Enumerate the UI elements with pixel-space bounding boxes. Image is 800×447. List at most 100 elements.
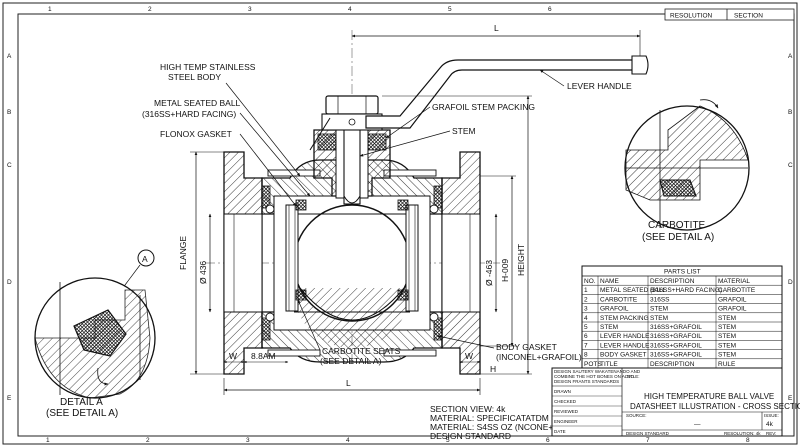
dim-h: H (490, 364, 496, 374)
grid-row-label: E (7, 395, 12, 402)
tb-design-standard: DESIGN STANDARD (626, 431, 670, 436)
grid-col-label: 5 (446, 437, 450, 444)
note-line: DESIGN STANDARD (430, 431, 511, 441)
parts-cell: 316SS+GRAFOIL (650, 333, 702, 340)
dim-h-009: H-009 (500, 259, 510, 282)
parts-cell: 316SS+GRAFOIL (650, 324, 702, 331)
parts-cell: METAL SEATED BALL (600, 287, 666, 294)
tb-title-line2: DATASHEET ILLUSTRATION - CROSS SECTION (630, 402, 800, 411)
top-title-strip: RESOLUTION SECTION (664, 8, 795, 21)
grid-col-label: 1 (46, 437, 50, 444)
notes-block: SECTION VIEW: 4k MATERIAL: SPECIFICATATD… (430, 404, 594, 441)
callout-seats-line2: (SEE DETAIL A) (320, 356, 382, 366)
resolution-label: RESOLUTION (670, 13, 713, 20)
title-block: DESIGN SAUTERY WAKATENANDO AND COMBINE T… (551, 367, 800, 437)
dim-w-left: W (229, 351, 237, 361)
grid-row-label: C (788, 162, 793, 169)
parts-cell: STEM (718, 333, 736, 340)
parts-cell: STEM (600, 324, 618, 331)
grid-col-label: 8 (746, 437, 750, 444)
dim-L-bottom: L (346, 378, 351, 388)
parts-cell: 5 (584, 324, 588, 331)
parts-footer-cell: POTS (584, 361, 602, 368)
parts-cell: 8 (584, 352, 588, 359)
tb-row-label: REVIEWED (554, 409, 579, 414)
parts-list-title: PARTS LIST (664, 269, 701, 276)
parts-cell: STEM (650, 315, 668, 322)
callout-ball-line2: (316SS+HARD FACING) (142, 109, 236, 119)
parts-cell: CARBOTITE (718, 287, 756, 294)
section-label: SECTION (734, 13, 763, 20)
parts-cell: GRAFOIL (600, 306, 629, 313)
parts-cell: 1 (584, 287, 588, 294)
parts-cell: 316SS (650, 296, 670, 303)
grid-col-label: 5 (448, 6, 452, 13)
parts-cell: 2 (584, 296, 588, 303)
parts-cell: 3 (584, 306, 588, 313)
callout-ball-line1: METAL SEATED BALL (154, 98, 241, 108)
grid-row-label: D (7, 279, 12, 286)
parts-footer-cell: RULE (718, 361, 736, 368)
parts-cell: CARBOTITE (600, 296, 638, 303)
callout-flonox: FLONOX GASKET (160, 129, 232, 139)
dim-dia-463: Ø -463 (484, 260, 494, 286)
grid-col-label: 2 (146, 437, 150, 444)
parts-cell: STEM (650, 306, 668, 313)
tb-row-label: ENGINEER (554, 419, 578, 424)
callout-grafoil-packing: GRAFOIL STEM PACKING (432, 102, 535, 112)
parts-cell: 316SS+GRAFOIL (650, 352, 702, 359)
detail-a-title: DETAIL A (60, 397, 103, 408)
grid-left: A B C D E (7, 53, 12, 402)
parts-cell: BODY GASKET (600, 352, 647, 359)
grid-bottom: 1 2 3 4 5 6 7 8 (46, 437, 750, 444)
grid-col-label: 6 (548, 6, 552, 13)
parts-cell: GRAFOIL (718, 306, 747, 313)
parts-header-cell: DESCRIPTION (650, 278, 695, 285)
grid-col-label: 2 (148, 6, 152, 13)
tb-resolution: RESOLUTION: 4k (724, 431, 761, 436)
callout-gasket-line1: BODY GASKET (496, 342, 557, 352)
grid-col-label: 7 (646, 437, 650, 444)
dim-dia-436: Ø 436 (198, 261, 208, 284)
grid-row-label: B (788, 109, 792, 116)
carbotite-sub: (SEE DETAIL A) (642, 232, 714, 243)
grid-row-label: A (788, 53, 793, 60)
tb-row-label: DRAWN (554, 389, 571, 394)
parts-cell: STEM PACKING (600, 315, 649, 322)
dim-w-right: W (465, 351, 473, 361)
tb-note: DESIGN SAUTERY WAKATENANDO AND (554, 369, 641, 374)
carbotite-view: CARBOTITE (SEE DETAIL A) (624, 99, 750, 243)
parts-cell: (316SS+HARD FACING) (650, 287, 722, 294)
grid-col-label: 3 (246, 437, 250, 444)
parts-cell: LEVER HANDLE (600, 333, 650, 340)
parts-cell: 6 (584, 333, 588, 340)
grid-row-label: A (7, 53, 12, 60)
tb-row-label: CHECKED (554, 399, 577, 404)
dim-bam: 8.8AM (251, 351, 276, 361)
callout-stem: STEM (452, 126, 476, 136)
parts-cell: GRAFOIL (718, 296, 747, 303)
tb-source-label: SOURCE: (626, 413, 647, 418)
tb-title-line1: HIGH TEMPERATURE BALL VALVE (644, 392, 774, 401)
grid-right: A B C D E (788, 53, 793, 402)
grid-row-label: C (7, 162, 12, 169)
tb-source-value: — (694, 421, 701, 428)
parts-footer-cell: DESCRIPTION (650, 361, 695, 368)
callout-lever: LEVER HANDLE (567, 81, 632, 91)
parts-cell: STEM (718, 315, 736, 322)
callout-seats-line1: CARBOTITE SEATS (322, 346, 401, 356)
note-line: SECTION VIEW: 4k (430, 404, 506, 414)
parts-header-cell: NO. (584, 278, 596, 285)
parts-header-cell: MATERIAL (718, 278, 750, 285)
parts-cell: LEVER HANDLE (600, 342, 650, 349)
inner-frame (17, 13, 795, 437)
dim-L-top: L (494, 23, 499, 33)
callout-body-line2: STEEL BODY (168, 72, 221, 82)
detail-a-sub: (SEE DETAIL A) (46, 408, 118, 419)
tb-note: DESIGN FRANTS STANDARDS (554, 379, 619, 384)
grid-row-label: D (788, 279, 793, 286)
parts-cell: STEM (718, 324, 736, 331)
parts-cell: 7 (584, 342, 588, 349)
parts-cell: 316SS+GRAFOIL (650, 342, 702, 349)
